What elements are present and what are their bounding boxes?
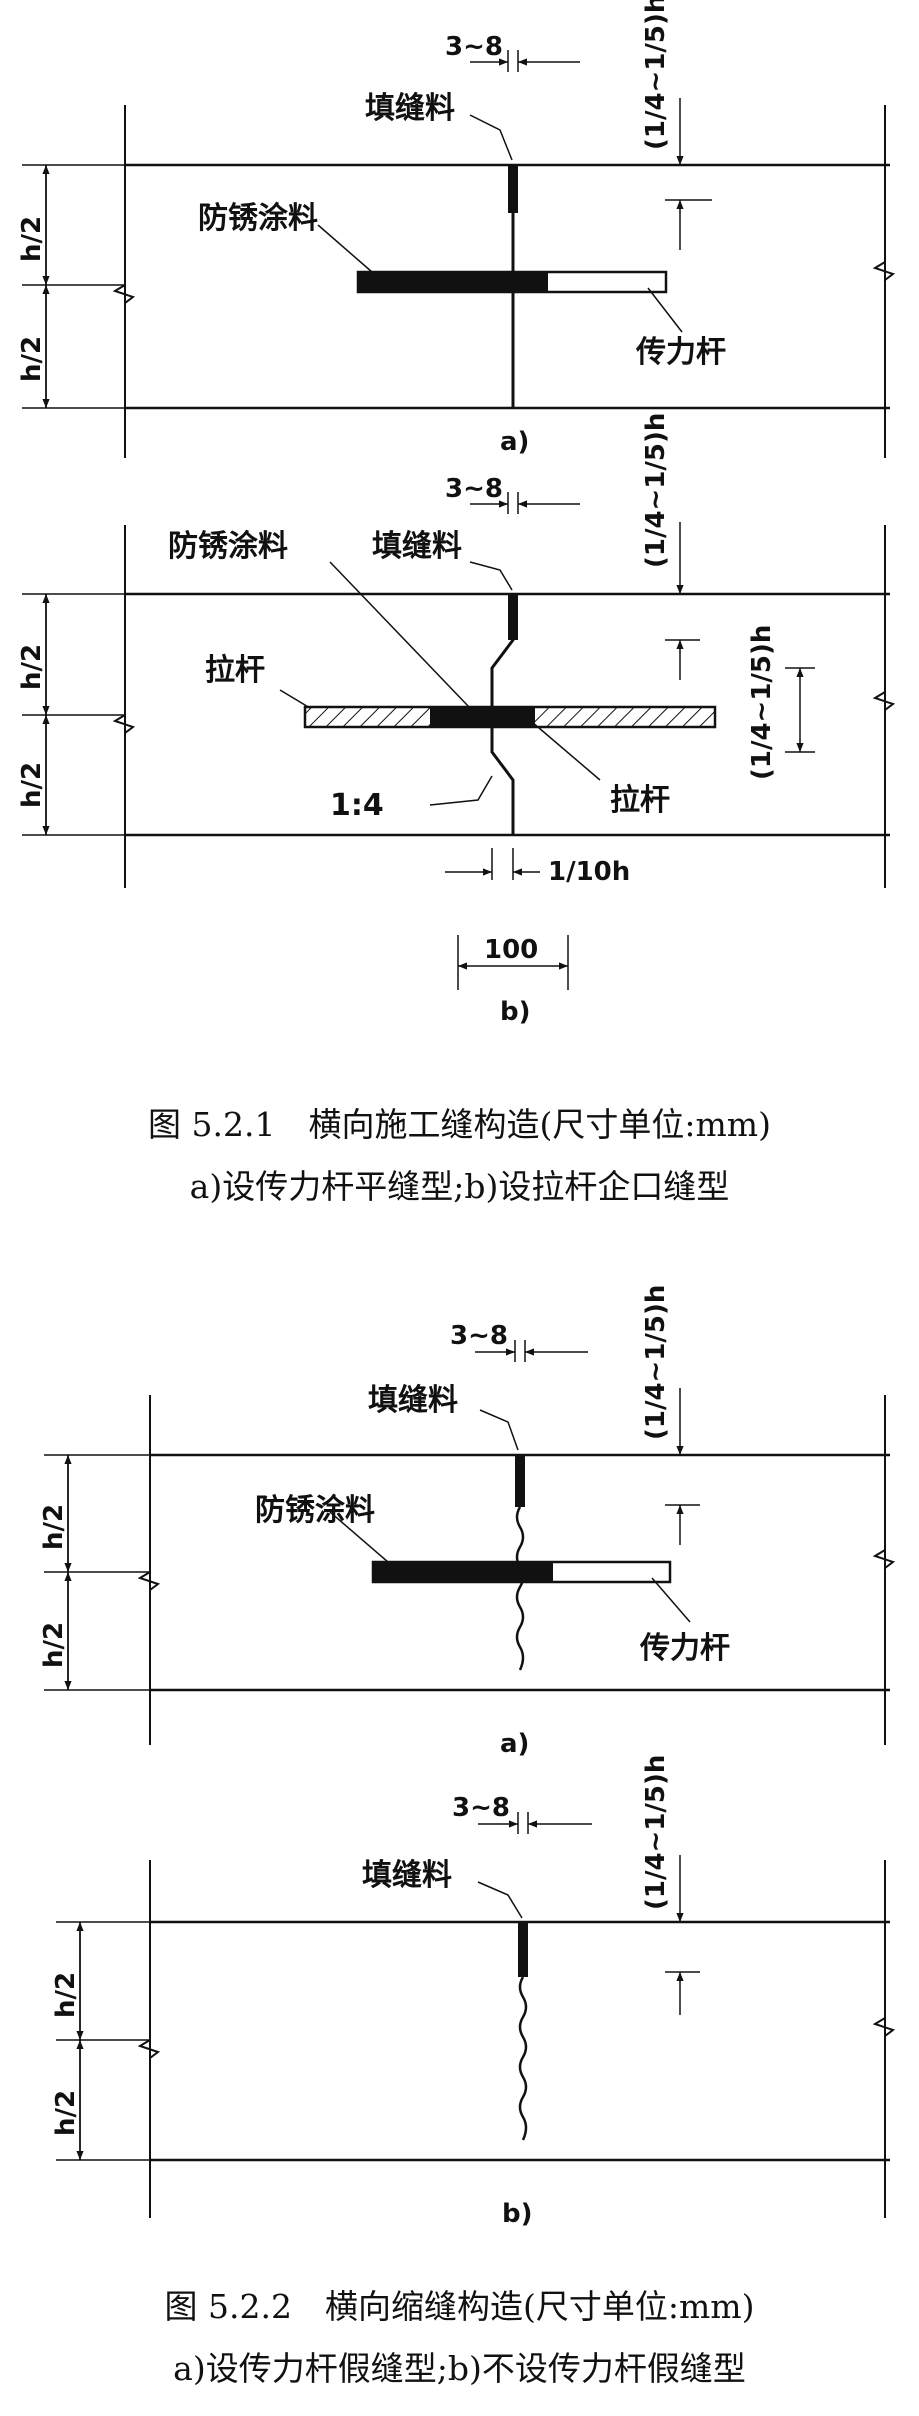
fig1-caption-title: 图 5.2.1 横向施工缝构造(尺寸单位:mm): [148, 1105, 771, 1144]
fig1-a-filler-label: 填缝料: [365, 91, 455, 126]
fig1-a-gap: 3~8: [445, 32, 503, 62]
fig2-a-labels: 3~8 填缝料 防锈涂料 传力杆 (1/4~1/5)h h/2 h/2 a): [39, 1285, 730, 1759]
fig1-a-half-bottom: h/2: [17, 336, 47, 382]
fig2-a-depth: (1/4~1/5)h: [641, 1285, 671, 1440]
joint-filler: [508, 594, 518, 640]
joint-filler: [508, 165, 518, 213]
fig1-b-tie-right-label: 拉杆: [610, 783, 670, 818]
fig1-b-filler-label: 填缝料: [372, 529, 462, 564]
fig1-b-half-top: h/2: [17, 644, 47, 690]
fig1-b-key-width: 1/10h: [548, 857, 630, 887]
coating-section: [358, 272, 548, 292]
fig2-a-filler-label: 填缝料: [368, 1383, 458, 1418]
crack-line: [515, 1506, 525, 1671]
fig1-b-depth: (1/4~1/5)h: [641, 413, 671, 568]
fig2-b-labels: 3~8 填缝料 (1/4~1/5)h h/2 h/2 b): [51, 1755, 671, 2229]
fig1-b-key-depth: (1/4~1/5)h: [747, 625, 777, 780]
fig2-b-gap: 3~8: [452, 1793, 510, 1823]
fig1-b-half-bottom: h/2: [17, 762, 47, 808]
fig1-a-drawing: [22, 50, 896, 458]
fig1-b-gap: 3~8: [445, 474, 503, 504]
fig2-b-filler-label: 填缝料: [362, 1858, 452, 1893]
fig1-a-depth: (1/4~1/5)h: [641, 0, 671, 150]
fig2-b-drawing: [56, 1812, 896, 2218]
fig1-b-spacing: 100: [484, 935, 538, 965]
crack-line: [518, 1976, 528, 2141]
fig1-caption-subtitle: a)设传力杆平缝型;b)设拉杆企口缝型: [189, 1167, 730, 1206]
fig2-caption-title: 图 5.2.2 横向缩缝构造(尺寸单位:mm): [164, 2287, 755, 2326]
fig1-a-labels: 3~8 填缝料 防锈涂料 传力杆 (1/4~1/5)h h/2 h/2 a): [17, 0, 726, 457]
joint-filler: [515, 1455, 525, 1507]
fig2-b-depth: (1/4~1/5)h: [641, 1755, 671, 1910]
fig1-b-tie-left-label: 拉杆: [205, 653, 265, 688]
fig2-a-dowel-label: 传力杆: [639, 1631, 730, 1666]
fig1-b-labels: 3~8 防锈涂料 填缝料 拉杆 拉杆 1:4 (1/4~1/5)h (1/4~1…: [17, 413, 777, 1027]
fig2-caption-subtitle: a)设传力杆假缝型;b)不设传力杆假缝型: [173, 2349, 746, 2388]
joint-filler: [518, 1922, 528, 1977]
fig2-a-half-bottom: h/2: [39, 1622, 69, 1668]
fig1-a-half-top: h/2: [17, 216, 47, 262]
fig2-a-half-top: h/2: [39, 1504, 69, 1550]
coating-section: [373, 1562, 553, 1582]
fig1-b-slope-label: 1:4: [330, 788, 384, 823]
fig2-a-gap: 3~8: [450, 1321, 508, 1351]
fig2-b-half-bottom: h/2: [51, 2090, 81, 2136]
fig2-a-sublabel: a): [500, 1729, 529, 1759]
fig1-a-sublabel: a): [500, 427, 529, 457]
fig1-b-coating-label: 防锈涂料: [168, 529, 288, 564]
fig1-a-coating-label: 防锈涂料: [198, 201, 318, 236]
fig1-b-drawing: [22, 492, 896, 990]
fig2-a-drawing: [44, 1340, 896, 1745]
fig2-b-sublabel: b): [502, 2199, 533, 2229]
fig2-b-half-top: h/2: [51, 1972, 81, 2018]
coating-section: [430, 707, 535, 727]
fig1-a-dowel-label: 传力杆: [635, 335, 726, 370]
fig1-b-sublabel: b): [500, 997, 531, 1027]
fig2-a-coating-label: 防锈涂料: [255, 1493, 375, 1528]
